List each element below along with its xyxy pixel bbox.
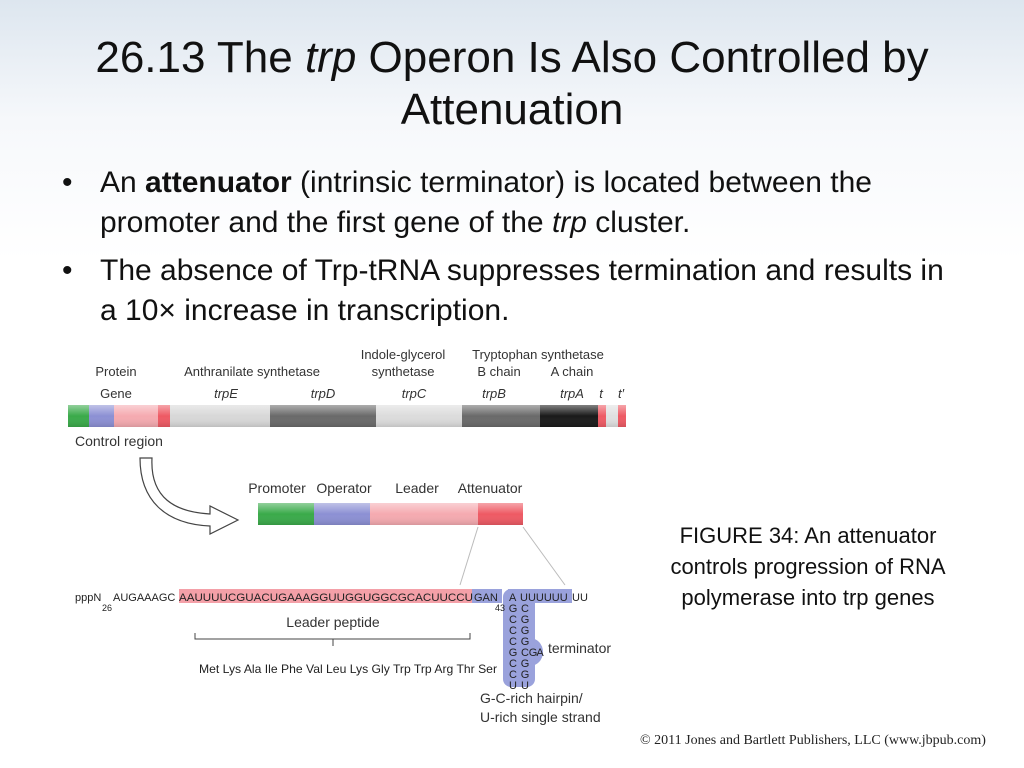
label-hairpin-2: U-rich single strand: [480, 709, 601, 725]
gene-trpA: trpA: [560, 386, 584, 401]
zoom-line-right: [522, 526, 566, 586]
bullet-dot: •: [62, 166, 73, 199]
seq-start: AUGAAAGC: [113, 592, 175, 604]
gene-trpE: trpE: [214, 386, 238, 401]
region-labels: Promoter Operator Leader Attenuator: [248, 480, 522, 496]
stem-left-7: U: [509, 680, 517, 692]
stem-right-2: G: [521, 625, 530, 637]
gene-trpD: trpD: [311, 386, 336, 401]
hairpin-loop: [517, 638, 543, 666]
control-region-bar: [258, 503, 523, 525]
stem-right-7: U: [521, 680, 529, 692]
label-promoter: Promoter: [248, 480, 306, 496]
sequence-text: pppN 26 AUGAAAGC AAUUUUCGUACUGAAAGGUUGGU…: [75, 592, 588, 613]
bar-shading: [68, 405, 626, 427]
title-text-post: Operon Is Also Controlled by: [356, 33, 929, 82]
leader-amino-acids: Met Lys Ala Ile Phe Val Leu Lys Gly Trp …: [199, 662, 497, 676]
stem-left-2: C: [509, 625, 517, 637]
label-anthranilate: Anthranilate synthetase: [184, 364, 320, 379]
label-leader-peptide: Leader peptide: [286, 614, 380, 630]
stem-right-5: G: [521, 658, 530, 670]
bullet2-pre: The absence of Trp-tRNA suppresses termi…: [100, 254, 944, 327]
seq-tail: UU: [572, 592, 588, 604]
copyright-notice: © 2011 Jones and Bartlett Publishers, LL…: [640, 733, 986, 748]
loop-0: G: [529, 647, 538, 659]
bullet1-italic: trp: [551, 206, 587, 239]
bullet-list: • An attenuator (intrinsic terminator) i…: [62, 163, 962, 339]
seq-stem-top: A: [509, 592, 517, 604]
gene-header-labels: Protein Gene Anthranilate synthetase Ind…: [95, 347, 603, 401]
label-a-chain: A chain: [551, 364, 594, 379]
label-indole-2: synthetase: [372, 364, 435, 379]
region-shading: [258, 503, 523, 525]
bullet2-times: ×: [158, 294, 176, 327]
label-b-chain: B chain: [477, 364, 520, 379]
bullet-item-trna: • The absence of Trp-tRNA suppresses ter…: [62, 251, 962, 331]
bullet1-pre: An: [100, 166, 146, 199]
label-gene: Gene: [100, 386, 132, 401]
title-text-italic: trp: [304, 33, 357, 82]
title-line-1: 26.13 The trp Operon Is Also Controlled …: [40, 32, 984, 84]
bullet-item-attenuator: • An attenuator (intrinsic terminator) i…: [62, 163, 962, 243]
stem-left-4: G: [509, 647, 518, 659]
seq-pppN: pppN: [75, 592, 101, 604]
hairpin-bases: G C C C G C C U A C G G G C G G U A G A: [509, 603, 545, 692]
label-leader: Leader: [395, 480, 439, 496]
label-hairpin-1: G-C-rich hairpin/: [480, 690, 583, 706]
title-line-2: Attenuation: [400, 85, 624, 134]
stem-right-3: G: [521, 636, 530, 648]
seq-leader: AAUUUUCGUACUGAAAGGUUGGUGGCGCACUUCCU: [179, 592, 473, 604]
label-terminator: terminator: [548, 640, 611, 656]
label-attenuator: Attenuator: [458, 480, 523, 496]
label-operator: Operator: [316, 480, 372, 496]
bullet1-bold: attenuator: [145, 166, 292, 199]
label-tryptophan: Tryptophan synthetase: [472, 347, 604, 362]
bullet1-mid: (intrinsic terminator) is located betwee…: [100, 166, 872, 239]
bullet-dot: •: [62, 254, 73, 287]
seq-highlight-leader: [179, 589, 475, 603]
seq-num-26: 26: [102, 603, 112, 613]
title-text-pre: 26.13 The: [95, 33, 305, 82]
stem-right-6: G: [521, 669, 530, 681]
label-protein: Protein: [95, 364, 136, 379]
loop-1: A: [536, 647, 544, 659]
label-indole-1: Indole-glycerol: [361, 347, 446, 362]
seq-u-run: UUUUUU: [520, 592, 568, 604]
zoom-line-left: [459, 526, 479, 586]
stem-left-1: C: [509, 614, 517, 626]
stem-right-4: C: [521, 647, 529, 659]
bullet2-post: increase in transcription.: [175, 294, 510, 327]
gene-trpB: trpB: [482, 386, 506, 401]
gene-names: trpE trpD trpC trpB trpA t t′: [214, 386, 625, 401]
stem-left-3: C: [509, 636, 517, 648]
operon-bar: [68, 405, 626, 427]
stem-left-5: C: [509, 658, 517, 670]
stem-left-6: C: [509, 669, 517, 681]
gene-trpC: trpC: [402, 386, 427, 401]
stem-right-0: C: [521, 603, 529, 615]
leader-peptide-bracket: [194, 633, 471, 640]
figure-caption: FIGURE 34: An attenuator controls progre…: [670, 523, 946, 610]
expand-arrow-icon: [139, 457, 240, 535]
bullet1-post: cluster.: [586, 206, 691, 239]
gene-t: t: [599, 386, 604, 401]
slide-title: 26.13 The trp Operon Is Also Controlled …: [40, 32, 984, 136]
seq-gan: GAN: [474, 592, 498, 604]
stem-right-1: G: [521, 614, 530, 626]
seq-num-43: 43: [495, 603, 505, 613]
gene-t-prime: t′: [618, 386, 625, 401]
label-control-region: Control region: [75, 433, 163, 449]
stem-left-0: G: [509, 603, 518, 615]
seq-highlight-gan: [472, 589, 502, 603]
